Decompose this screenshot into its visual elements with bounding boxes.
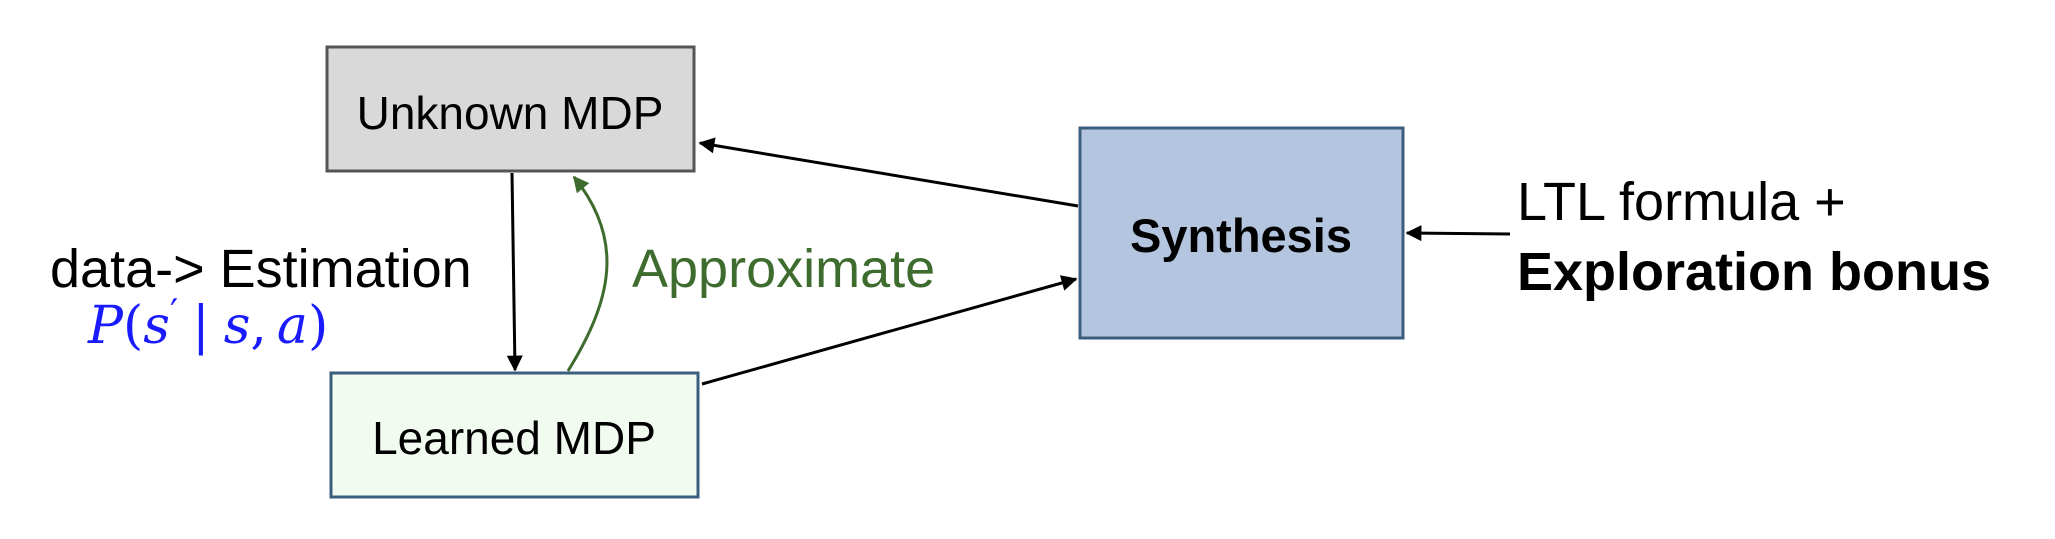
learned-mdp-label: Learned MDP	[372, 412, 656, 464]
learned-mdp-node: Learned MDP	[329, 371, 700, 499]
formula-bar: |	[192, 296, 210, 356]
learned-to-synthesis-arrow	[701, 275, 1078, 386]
unknown-mdp-box	[325, 45, 696, 173]
synthesis-label: Synthesis	[1130, 209, 1352, 262]
synthesis-to-unknown-arrow	[698, 137, 1079, 208]
exploration-bonus-label: Exploration bonus	[1517, 242, 1991, 302]
formula-close-paren: )	[308, 296, 328, 356]
formula-comma: ,	[250, 296, 267, 356]
ltl-formula-label: LTL formula +	[1517, 172, 1846, 232]
formula-s: s	[224, 296, 251, 356]
estimation-arrow	[506, 172, 523, 372]
approximate-label: Approximate	[632, 239, 935, 299]
transition-probability-formula: P(s′|s,a)	[87, 293, 328, 356]
formula-p: P	[87, 296, 124, 356]
estimation-label: data-> Estimation	[50, 239, 472, 299]
formula-s-prime: s	[143, 296, 170, 356]
ltl-to-synthesis-arrow	[1405, 225, 1511, 242]
formula-prime: ′	[170, 293, 178, 334]
formula-open-paren: (	[123, 296, 143, 356]
synthesis-node: Synthesis	[1078, 126, 1405, 340]
unknown-mdp-node: Unknown MDP	[325, 45, 696, 173]
unknown-mdp-label: Unknown MDP	[357, 87, 664, 139]
synthesis-box	[1078, 126, 1405, 340]
learned-mdp-box	[329, 371, 700, 499]
approximate-arrow	[566, 175, 609, 372]
formula-a: a	[277, 296, 308, 356]
